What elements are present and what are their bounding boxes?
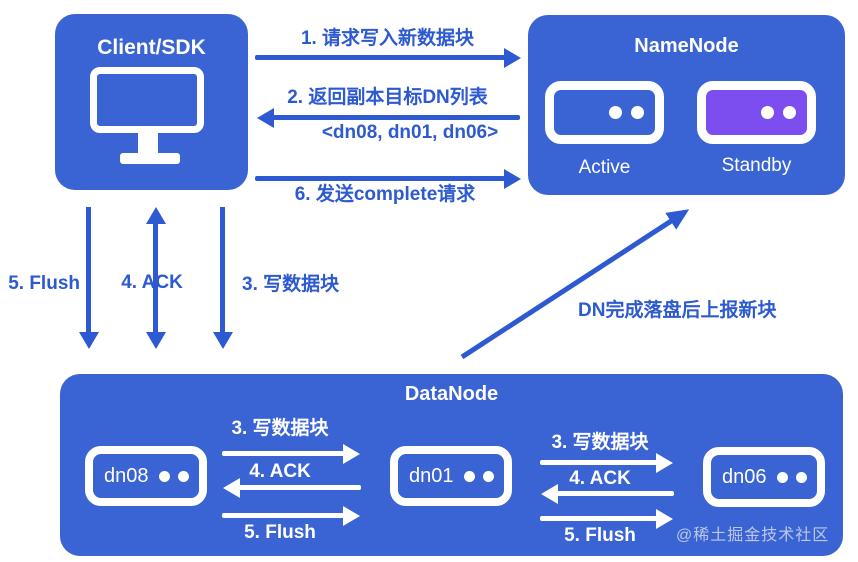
standby-namenode-icon	[697, 81, 816, 144]
arrow-step6-client-to-namenode	[255, 168, 521, 189]
arrow-flush-client-to-datanode	[86, 207, 91, 333]
led-dots	[464, 470, 496, 482]
active-namenode-icon	[545, 81, 664, 144]
step3-write-label: 3. 写数据块	[242, 274, 340, 295]
step2-label: 2. 返回副本目标DN列表	[287, 87, 488, 108]
step5-flush-label: 5. Flush	[8, 273, 80, 294]
dn01-label: dn01	[409, 464, 454, 487]
dn08-label: dn08	[104, 464, 149, 487]
pipeline1-flush-label: 5. Flush	[244, 522, 316, 543]
step2-dn-list: <dn08, dn01, dn06>	[321, 122, 499, 143]
pipeline2-ack-arrow	[541, 483, 674, 504]
led-dot	[783, 106, 796, 119]
dn06-label: dn06	[722, 465, 767, 488]
arrow-ack-datanode-client	[153, 223, 158, 333]
datanode-dn08: dn08	[85, 446, 207, 506]
datanode-box: DataNode dn08 dn01 dn06 3. 写数据块 4. ACK 5…	[60, 374, 843, 556]
report-new-block-label: DN完成落盘后上报新块	[578, 300, 777, 321]
pipeline1-write-arrow	[222, 443, 360, 464]
pipeline1-ack-arrow	[223, 477, 361, 498]
arrow-write-client-to-datanode	[220, 207, 225, 333]
led-dot	[761, 106, 774, 119]
namenode-box: NameNode Active Standby	[528, 15, 845, 195]
step1-label: 1. 请求写入新数据块	[300, 28, 475, 49]
monitor-stand-base	[120, 153, 180, 164]
step6-label: 6. 发送complete请求	[294, 184, 476, 205]
client-sdk-title: Client/SDK	[97, 36, 206, 59]
pipeline2-write-label: 3. 写数据块	[551, 432, 649, 453]
pipeline2-ack-label: 4. ACK	[569, 468, 631, 489]
pipeline1-write-label: 3. 写数据块	[231, 418, 329, 439]
client-sdk-box: Client/SDK	[55, 14, 248, 190]
arrow-step2-namenode-to-client	[257, 107, 520, 128]
pipeline2-flush-label: 5. Flush	[564, 525, 636, 546]
led-dots	[777, 471, 809, 483]
pipeline1-flush-arrow	[222, 505, 360, 526]
datanode-dn01: dn01	[390, 446, 512, 506]
datanode-title: DataNode	[404, 383, 499, 405]
report-new-block-arrow	[460, 209, 690, 360]
arrow-step1-client-to-namenode	[255, 47, 521, 68]
led-dot	[609, 106, 622, 119]
monitor-stand-neck	[138, 132, 158, 154]
pipeline1-ack-label: 4. ACK	[249, 461, 311, 482]
namenode-title: NameNode	[634, 35, 739, 57]
datanode-dn06: dn06	[703, 447, 825, 507]
pipeline2-write-arrow	[540, 452, 673, 473]
standby-label: Standby	[721, 155, 792, 176]
step4-ack-label: 4. ACK	[121, 272, 183, 293]
juejin-watermark: @稀土掘金技术社区	[676, 527, 830, 544]
led-dot	[631, 106, 644, 119]
monitor-screen	[90, 67, 204, 133]
active-label: Active	[578, 157, 631, 178]
pipeline2-flush-arrow	[540, 508, 673, 529]
led-dots	[159, 470, 191, 482]
